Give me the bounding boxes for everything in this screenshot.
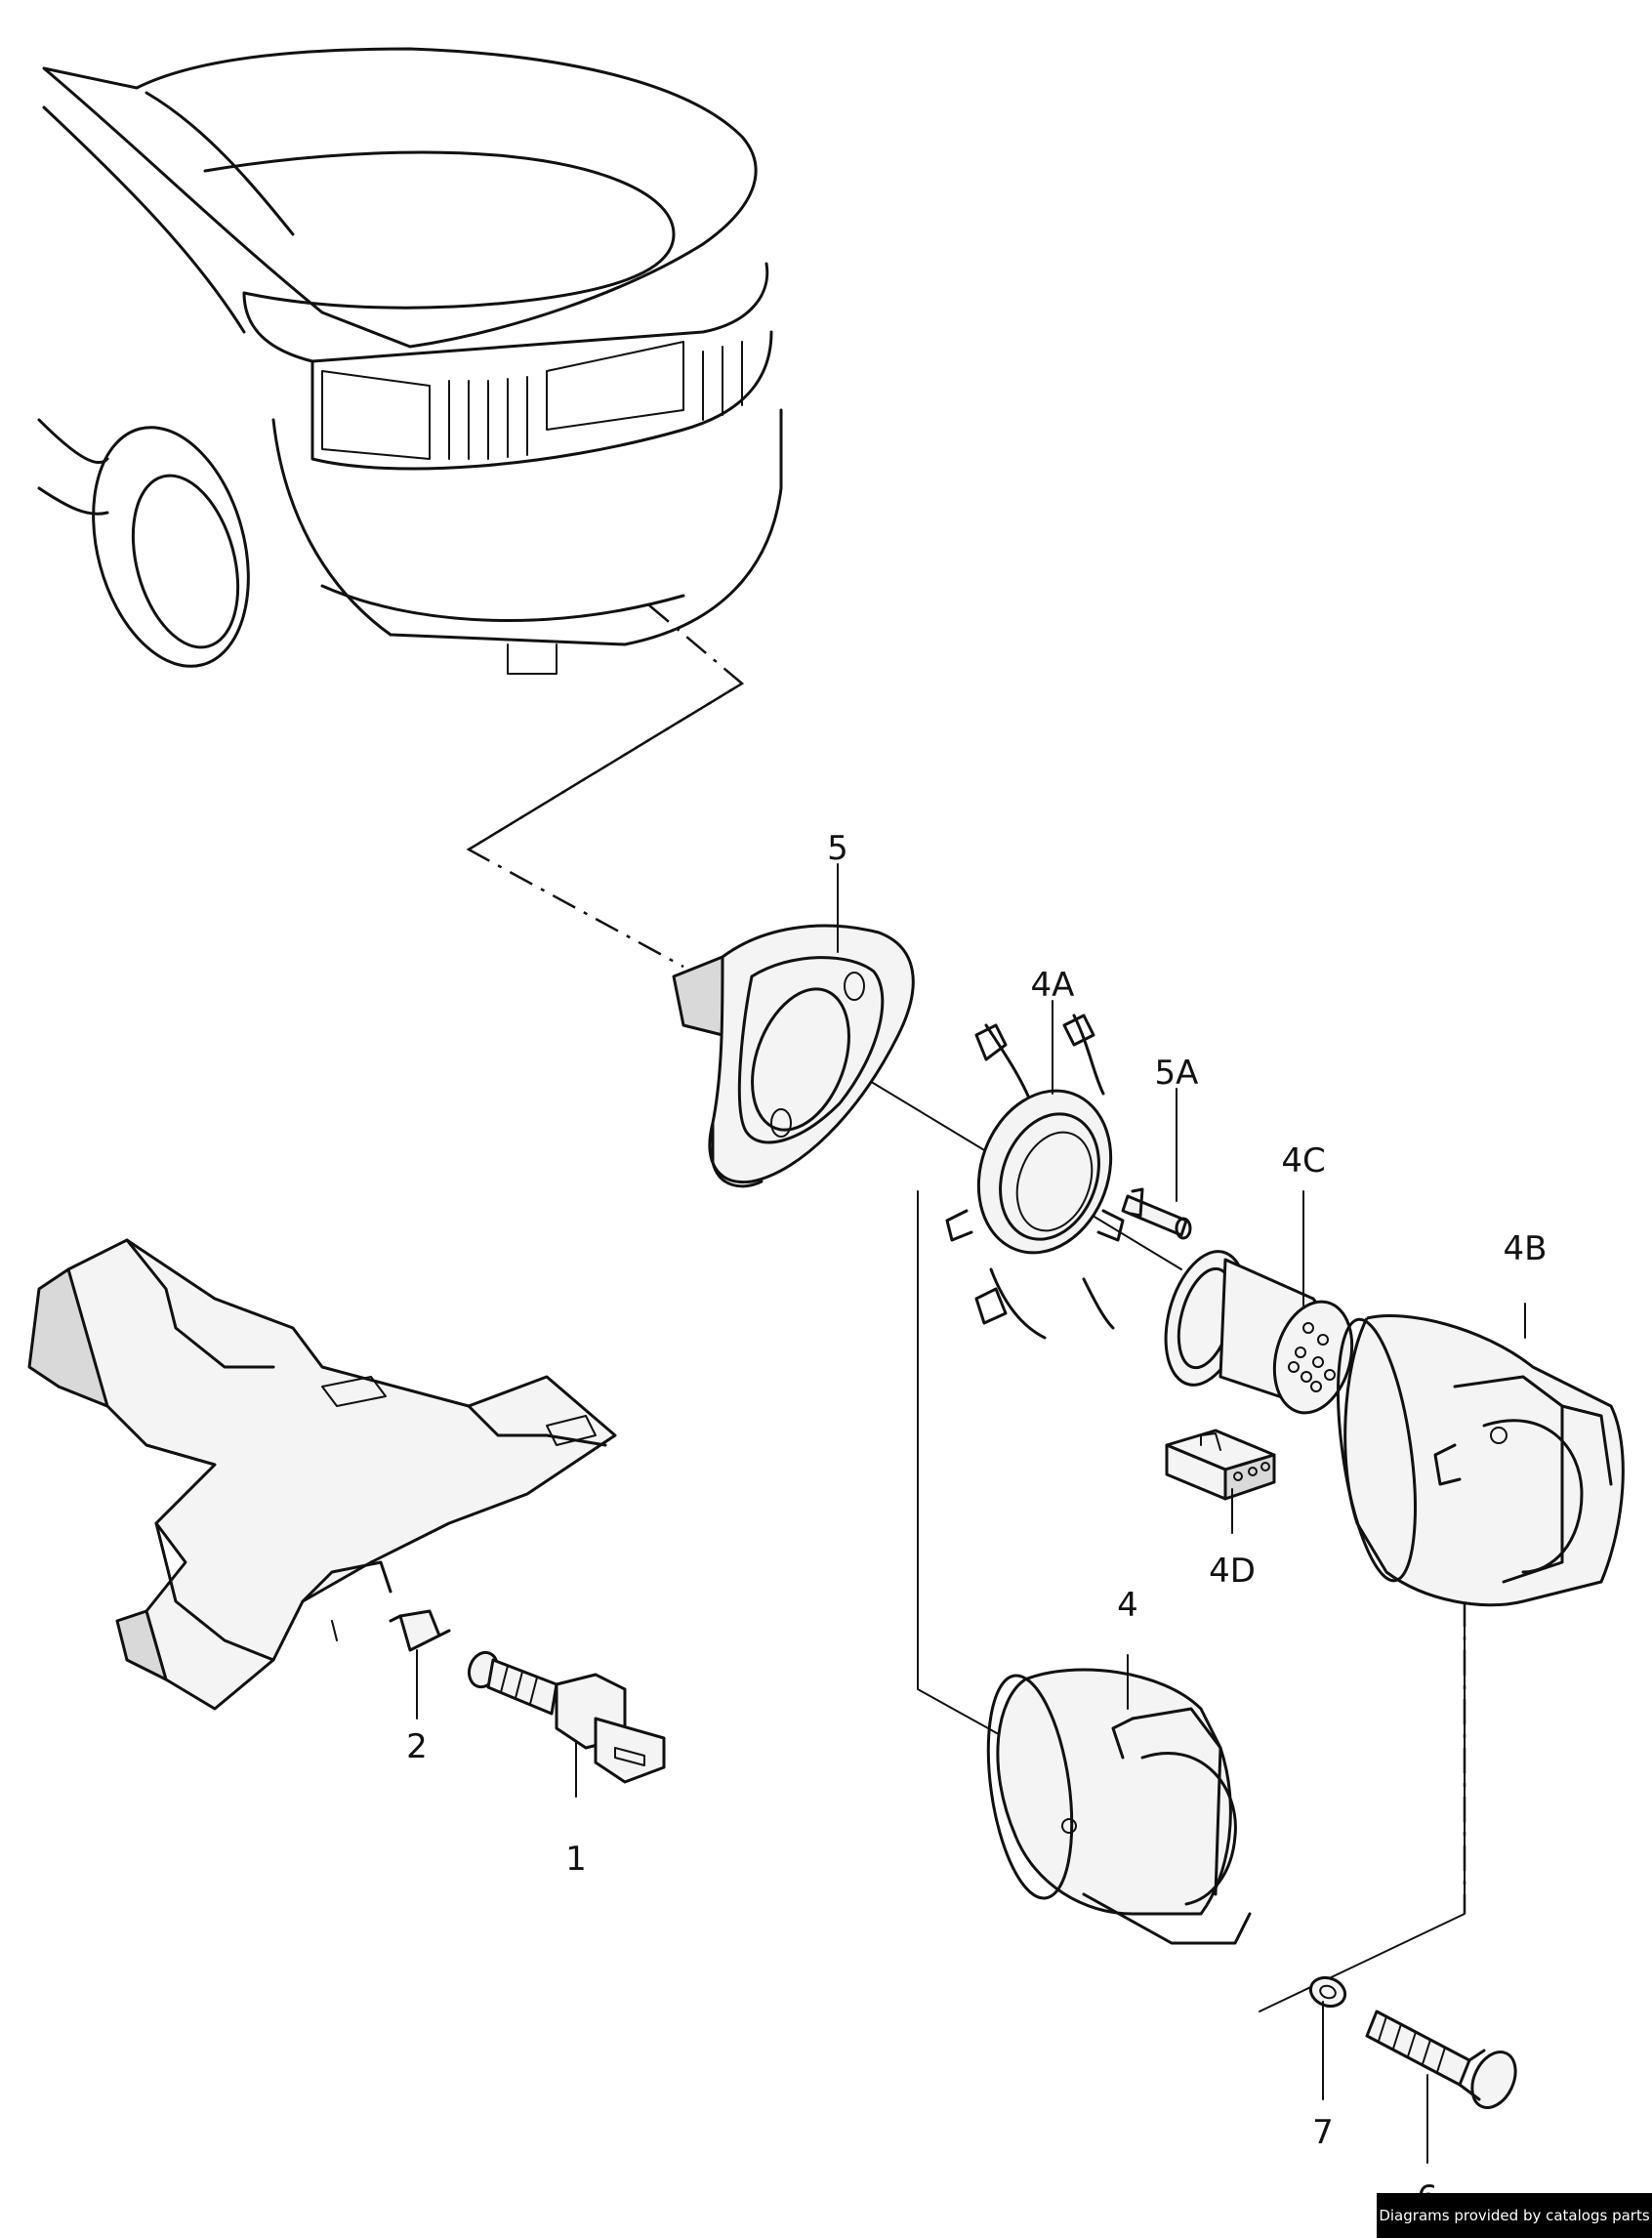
label-part-5: 5	[827, 829, 848, 868]
label-part-1: 1	[565, 1840, 587, 1879]
part-4a-bracket	[945, 1014, 1125, 1340]
mounting-frame	[27, 1238, 617, 1711]
label-part-2: 2	[406, 1727, 428, 1766]
label-part-4: 4	[1117, 1586, 1138, 1625]
part-2-clip-nut	[389, 1609, 451, 1652]
part-4-trailer-socket	[986, 1668, 1252, 1945]
label-part-5a: 5A	[1155, 1054, 1199, 1093]
part-1-sensor	[467, 1650, 666, 1784]
part-labels: 2 1 4 4A 4B 4C 4D 5 5A 6 7	[406, 829, 1547, 2217]
leader-lines	[466, 604, 1466, 2012]
label-part-4b: 4B	[1504, 1229, 1548, 1268]
label-part-7: 7	[1312, 2113, 1334, 2152]
part-6-bolt	[1365, 2010, 1517, 2109]
part-5a-pin	[1121, 1187, 1192, 1240]
label-part-4c: 4C	[1281, 1141, 1325, 1181]
car-rear-illustration	[37, 47, 783, 675]
part-4d-connector	[1165, 1429, 1276, 1501]
label-part-4a: 4A	[1031, 966, 1075, 1005]
part-4c-socket-insert	[1164, 1250, 1354, 1415]
part-5-seal	[672, 924, 915, 1188]
label-part-4d: 4D	[1209, 1552, 1256, 1591]
attribution-footer: Diagrams provided by catalogs parts	[1377, 2193, 1652, 2238]
part-7-washer	[1308, 1975, 1347, 2009]
part-4b-housing	[1337, 1314, 1625, 1607]
label-leaders	[416, 863, 1526, 2164]
